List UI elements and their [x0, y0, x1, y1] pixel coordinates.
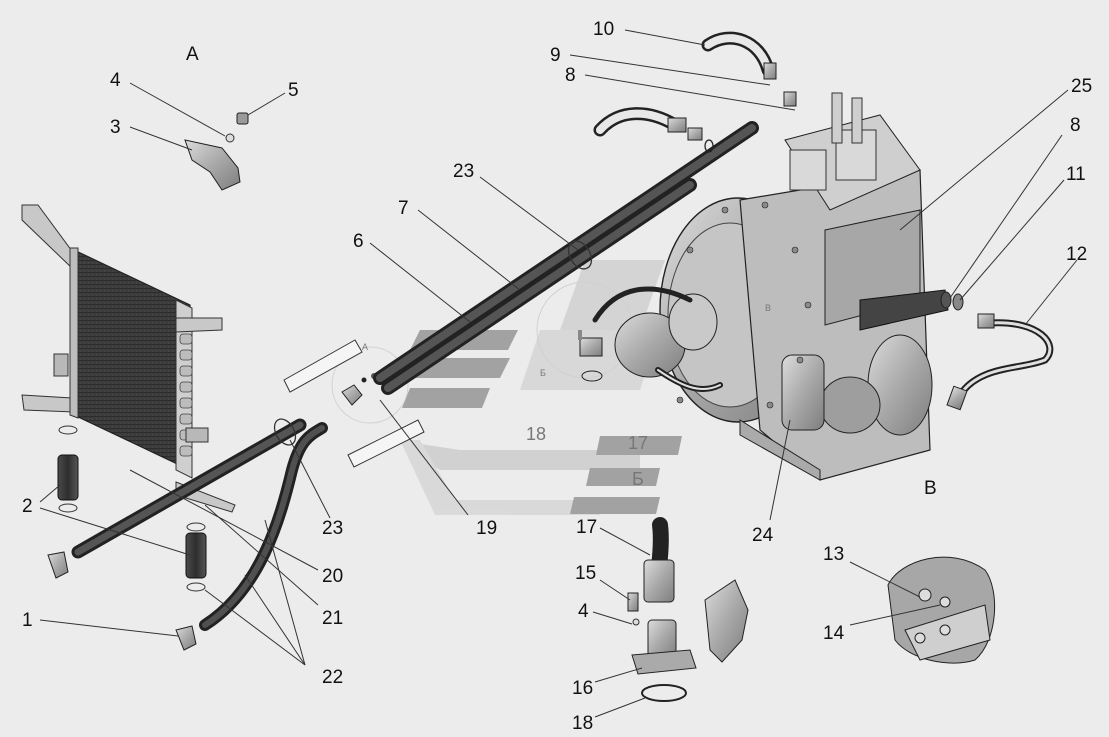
part-9-label: 9	[550, 45, 561, 66]
part-23-label: 23	[453, 161, 474, 182]
part-14-label: 14	[823, 623, 845, 644]
watermark-small-a: А	[362, 342, 368, 352]
watermark-18-label: 18	[526, 424, 546, 444]
part-5-label: 5	[288, 80, 299, 101]
upper-hoses	[593, 31, 797, 153]
oil-cooler-radiator	[21, 204, 236, 513]
part-15-label: 15	[575, 563, 596, 584]
part-4b-label: 4	[578, 601, 589, 622]
watermark-small-b: Б	[540, 368, 546, 378]
part-20-label: 20	[322, 566, 343, 587]
part-12-label: 12	[1066, 244, 1087, 265]
view-v-label: В	[924, 478, 937, 499]
watermark-labels: Б 17 18 А Б В	[362, 303, 771, 489]
part-24-label: 24	[752, 525, 774, 546]
leader-lines	[39, 29, 1078, 718]
watermark-small-v: В	[765, 303, 771, 313]
radiator-pipes	[71, 418, 328, 631]
transmission-housing	[578, 92, 949, 481]
part-18-label: 18	[572, 713, 593, 734]
part-21-label: 21	[322, 608, 343, 629]
part-4-label: 4	[110, 70, 121, 91]
part-22-label: 22	[322, 667, 343, 688]
part-8-label: 8	[565, 65, 576, 86]
clamp-bracket	[184, 112, 249, 191]
part-23b-label: 23	[322, 518, 343, 539]
detail-v-view	[887, 556, 996, 664]
callout-labels: А В 1 2 3 4 5 6 7 8 9 10 8 11 12 13 14 1…	[22, 19, 1092, 734]
part-8b-label: 8	[1070, 115, 1081, 136]
part-19-label: 19	[476, 518, 497, 539]
part-17-label: 17	[576, 517, 597, 538]
part-11-label: 11	[1066, 164, 1086, 185]
watermark-17-label: 17	[628, 433, 648, 453]
watermark-b-label: Б	[632, 469, 644, 489]
hose-sleeves	[47, 425, 207, 651]
view-a-label: А	[186, 44, 199, 65]
part-3-label: 3	[110, 117, 121, 138]
right-hose	[940, 291, 1054, 411]
part-25-label: 25	[1071, 76, 1092, 97]
part-2-label: 2	[22, 496, 33, 517]
part-7-label: 7	[398, 198, 409, 219]
part-10-label: 10	[593, 19, 614, 40]
part-13-label: 13	[823, 544, 844, 565]
detail-b-sensor	[627, 517, 749, 702]
part-16-label: 16	[572, 678, 593, 699]
part-6-label: 6	[353, 231, 364, 252]
long-pipes	[373, 121, 759, 395]
part-1-label: 1	[22, 610, 33, 631]
